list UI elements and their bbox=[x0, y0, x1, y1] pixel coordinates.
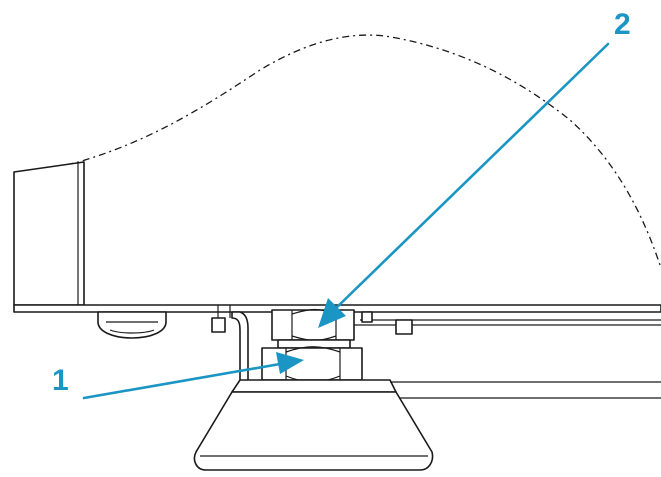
front-panel bbox=[13, 161, 85, 306]
mounting-bracket bbox=[231, 311, 249, 386]
screw-head-2 bbox=[395, 319, 413, 335]
callout-2-leader bbox=[332, 42, 610, 312]
rubber-foot-left-base bbox=[109, 329, 155, 334]
housing-outline bbox=[15, 34, 661, 269]
screw-head-3 bbox=[361, 311, 373, 323]
leveling-foot-pad bbox=[193, 391, 434, 471]
callout-2-arrowhead bbox=[318, 298, 346, 328]
callout-1-leader bbox=[82, 362, 282, 400]
foot-neck bbox=[231, 379, 397, 393]
callout-1-label: 1 bbox=[52, 364, 69, 397]
screw-head-1 bbox=[211, 317, 226, 333]
callout-2-label: 2 bbox=[614, 8, 631, 41]
callout-1-arrowhead bbox=[276, 352, 304, 374]
upper-nut-face bbox=[291, 308, 337, 342]
rubber-foot-left bbox=[97, 311, 167, 339]
